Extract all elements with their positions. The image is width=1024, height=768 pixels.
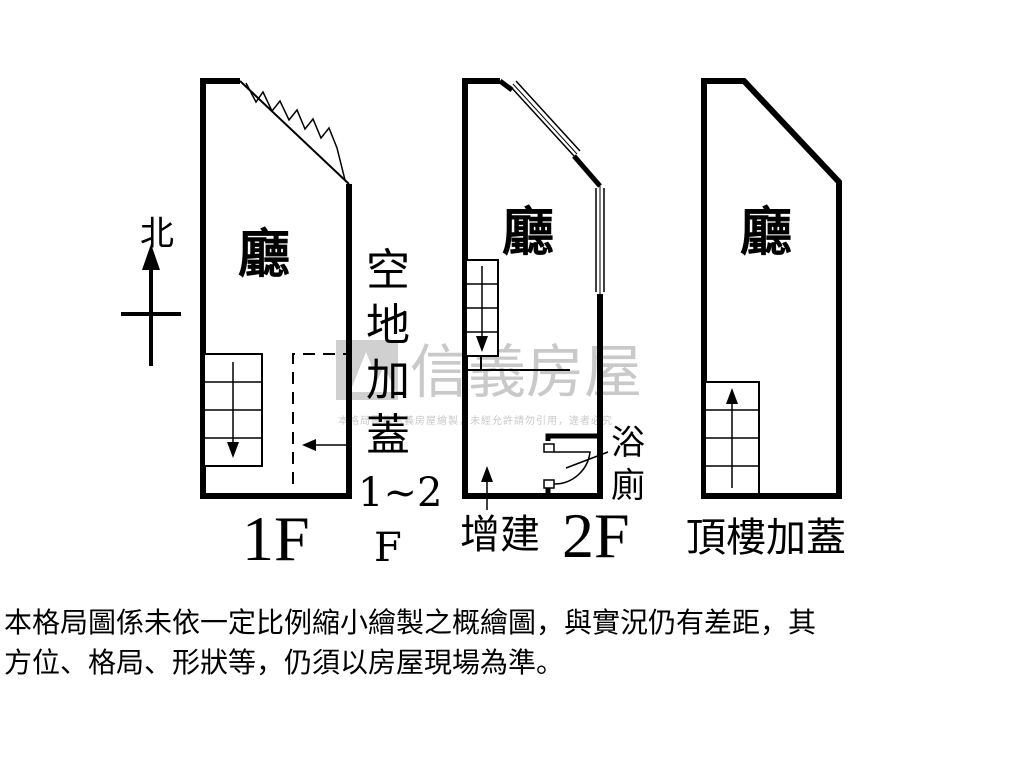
- side-annotation-char-2: 地: [366, 300, 410, 351]
- side-annotation-range-top: 1~2: [358, 470, 442, 516]
- watermark-notice: 本格局圖為信義房屋繪製，未經允許請勿引用，違者必究: [338, 414, 613, 427]
- rooftop-plan: 廳 頂樓加蓋: [686, 78, 846, 561]
- stairs-down-arrow-icon: [476, 336, 488, 352]
- rooftop-stairs: [704, 381, 760, 495]
- floor-2-plan: 廳 浴 廁 增建 2F: [460, 78, 645, 571]
- side-annotation: 空 地 加 蓋 1~2 F: [358, 245, 442, 571]
- disclaimer-line-1: 本格局圖係未依一定比例縮小繪製之概繪圖，與實況仍有差距，其: [4, 606, 817, 639]
- extension-up-arrow-icon: [481, 466, 493, 482]
- floor-1-plan: 廳 1F: [200, 78, 352, 574]
- bathroom-pointer-line: [565, 451, 609, 469]
- floor-2-stairs: [465, 259, 499, 357]
- floor-1-diagonal-wall: [239, 80, 350, 185]
- floor-2-bathroom: [543, 433, 609, 496]
- north-label: 北: [140, 214, 174, 254]
- rooftop-room-label: 廳: [740, 202, 792, 263]
- stairs-up-arrow-icon: [726, 388, 738, 404]
- floor-1-label: 1F: [242, 503, 310, 574]
- floor-2-side-window: [595, 186, 605, 294]
- floor-1-walls: [200, 78, 352, 499]
- stairs-down-arrow-icon: [227, 442, 239, 458]
- side-annotation-char-1: 空: [366, 245, 410, 296]
- watermark: 信義房屋 本格局圖為信義房屋繪製，未經允許請勿引用，違者必究: [336, 338, 642, 427]
- floor-2-extension-label: 增建: [460, 512, 540, 558]
- floor-1-room-label: 廳: [238, 224, 290, 285]
- side-annotation-range-bottom: F: [374, 525, 402, 571]
- side-annotation-char-4: 蓋: [366, 410, 410, 461]
- extension-arrow-icon: [302, 439, 316, 451]
- floor-2-diagonal-window: [498, 79, 602, 188]
- floor-1-window: [245, 82, 346, 181]
- compass: 北: [121, 214, 181, 366]
- disclaimer: 本格局圖係未依一定比例縮小繪製之概繪圖，與實況仍有差距，其 方位、格局、形狀等，…: [4, 603, 1024, 683]
- rooftop-label: 頂樓加蓋: [686, 515, 846, 561]
- side-annotation-char-3: 加: [366, 355, 410, 406]
- floor-1-stairs: [203, 353, 263, 467]
- floor-2-room-label: 廳: [502, 202, 554, 263]
- floor-2-walls: [462, 78, 603, 499]
- floor-1-extension-dashed: [292, 353, 349, 484]
- bathroom-label-2: 廁: [611, 466, 645, 506]
- bathroom-label-1: 浴: [611, 423, 645, 463]
- north-arrow-icon: [142, 244, 160, 270]
- watermark-brand: 信義房屋: [410, 338, 642, 406]
- disclaimer-line-2: 方位、格局、形狀等，仍須以房屋現場為準。: [4, 646, 565, 679]
- floor-2-label: 2F: [562, 500, 630, 571]
- bathroom-door-icon: [553, 451, 591, 485]
